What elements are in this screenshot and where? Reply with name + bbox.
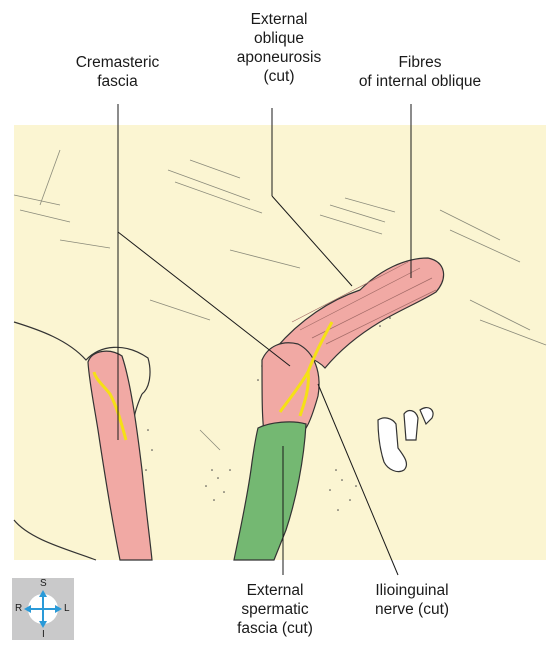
compass-left: L bbox=[64, 604, 70, 614]
label-cremasteric-fascia: Cremasteric fascia bbox=[55, 53, 180, 91]
label-fibres-internal-oblique: Fibres of internal oblique bbox=[345, 53, 495, 91]
compass-superior: S bbox=[40, 579, 47, 589]
orientation-compass: S I R L bbox=[12, 578, 74, 640]
label-external-oblique-aponeurosis: External oblique aponeurosis (cut) bbox=[214, 10, 344, 86]
label-ilioinguinal-nerve: Ilioinguinal nerve (cut) bbox=[352, 581, 472, 619]
label-external-spermatic-fascia: External spermatic fascia (cut) bbox=[210, 581, 340, 638]
compass-right: R bbox=[15, 604, 22, 614]
compass-inferior: I bbox=[42, 630, 45, 640]
spermatic-cord-pink bbox=[262, 343, 319, 432]
